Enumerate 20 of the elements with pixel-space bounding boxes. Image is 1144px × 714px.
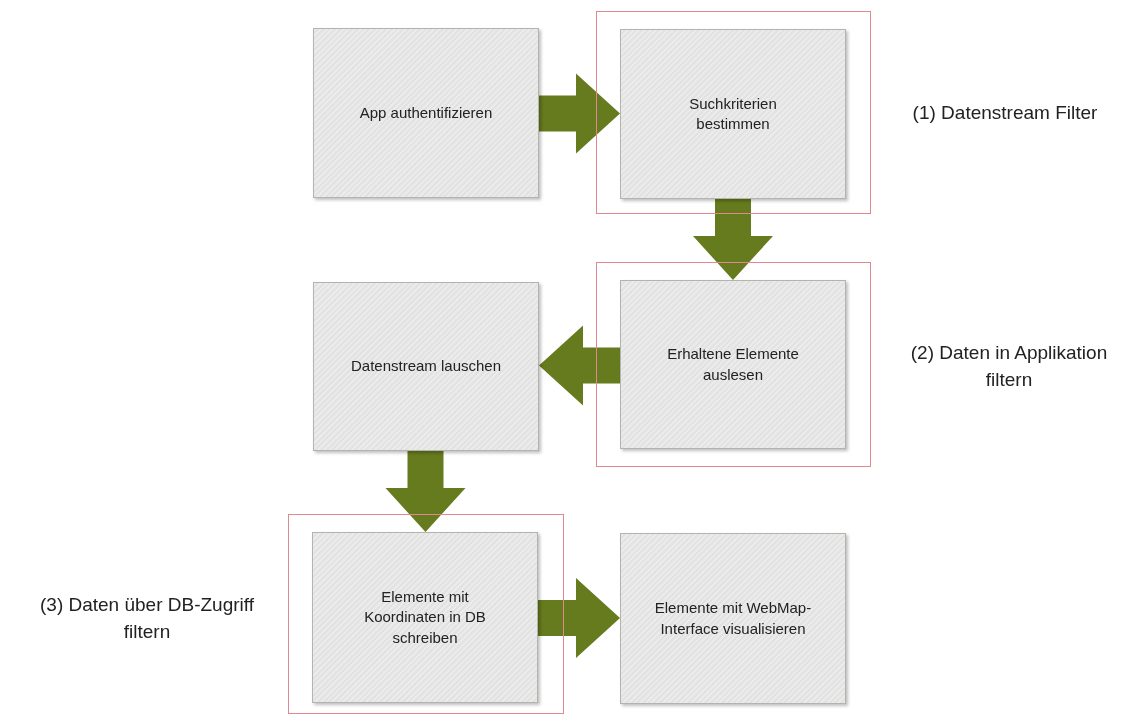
group-label: (2) Daten in Applikation filtern [909, 341, 1109, 392]
block-arrow [539, 325, 620, 406]
box-label: Elemente mit Koordinaten in DB schreiben [363, 587, 487, 648]
box-label: Elemente mit WebMap-Interface visualisieren [653, 598, 813, 639]
box-label: Erhaltene Elemente auslesen [666, 344, 800, 385]
process-box [313, 28, 539, 198]
process-box [312, 532, 538, 703]
box-label: App authentifizieren [359, 102, 493, 123]
block-arrow [538, 578, 620, 658]
block-arrow [539, 73, 620, 154]
block-arrow [693, 199, 773, 280]
process-box [620, 280, 846, 449]
block-arrow [385, 451, 466, 532]
process-box [620, 533, 846, 704]
group-label: (1) Datenstream Filter [911, 101, 1099, 125]
group-label: (3) Daten über DB-Zugriff filtern [39, 593, 255, 644]
process-box [313, 282, 539, 451]
process-box [620, 29, 846, 199]
box-label: Datenstream lauschen [350, 356, 502, 377]
box-label: Suchkriterien bestimmen [688, 93, 778, 134]
